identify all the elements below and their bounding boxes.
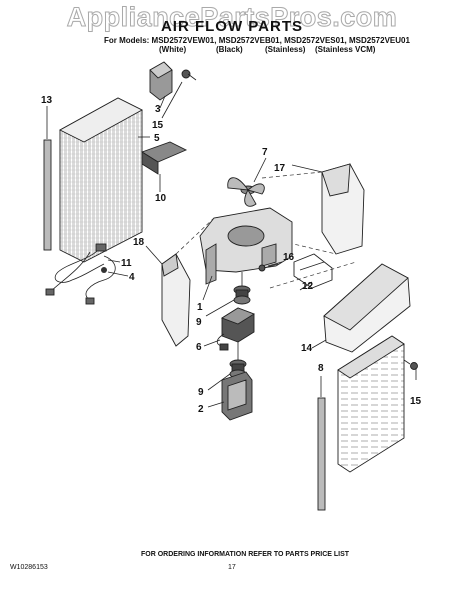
callout-7: 7 xyxy=(262,147,268,158)
callout-15-lower: 15 xyxy=(410,396,422,407)
callout-11: 11 xyxy=(121,258,132,269)
bracket-small xyxy=(149,61,173,101)
duct-panel-left xyxy=(161,253,191,347)
fan-motor xyxy=(216,307,256,360)
callout-5: 5 xyxy=(154,133,160,144)
doc-number: W10286153 xyxy=(10,564,48,571)
rear-duct-panel xyxy=(337,335,405,473)
callout-8: 8 xyxy=(318,363,324,374)
watermark-logo: AppliancePartsPros.com xyxy=(66,2,398,33)
callout-18: 18 xyxy=(133,237,145,248)
variant-black: (Black) xyxy=(216,45,243,54)
callout-12: 12 xyxy=(302,281,314,292)
page-title: AIR FLOW PARTS xyxy=(160,18,304,35)
seal-strip-left xyxy=(43,139,52,251)
callout-17: 17 xyxy=(274,163,286,174)
variant-white: (White) xyxy=(159,45,187,54)
motor-mount-grommet-upper xyxy=(233,285,251,305)
callout-16: 16 xyxy=(283,252,295,263)
air-duct-housing xyxy=(321,163,365,255)
callout-10: 10 xyxy=(155,193,167,204)
variant-stainless: (Stainless) xyxy=(265,45,306,54)
callout-6: 6 xyxy=(196,342,202,353)
ordering-note: FOR ORDERING INFORMATION REFER TO PARTS … xyxy=(141,551,350,558)
screw-16 xyxy=(258,263,279,272)
callout-15-top: 15 xyxy=(152,120,164,131)
models-line: For Models: MSD2572VEW01, MSD2572VEB01, … xyxy=(104,36,410,45)
callout-9-lower: 9 xyxy=(198,387,204,398)
damper-bracket xyxy=(140,141,188,175)
motor-bracket xyxy=(221,371,253,421)
screw-15-lower xyxy=(410,362,418,380)
callout-2: 2 xyxy=(198,404,204,415)
callout-14: 14 xyxy=(301,343,313,354)
callout-13: 13 xyxy=(41,95,53,106)
callout-1: 1 xyxy=(197,302,203,313)
variant-stainless-vcm: (Stainless VCM) xyxy=(315,45,376,54)
callout-3: 3 xyxy=(155,104,161,115)
fan-blade xyxy=(227,177,265,207)
screw-15-top xyxy=(181,69,197,81)
page-number: 17 xyxy=(228,564,236,571)
callout-4: 4 xyxy=(129,272,135,283)
seal-strip-right xyxy=(317,397,326,511)
air-tower-cover xyxy=(323,263,411,353)
evaporator-cover xyxy=(59,97,143,263)
callout-9-upper: 9 xyxy=(196,317,202,328)
bracket-12 xyxy=(293,253,333,289)
wire-harness xyxy=(45,243,116,305)
fan-shroud xyxy=(199,207,293,285)
